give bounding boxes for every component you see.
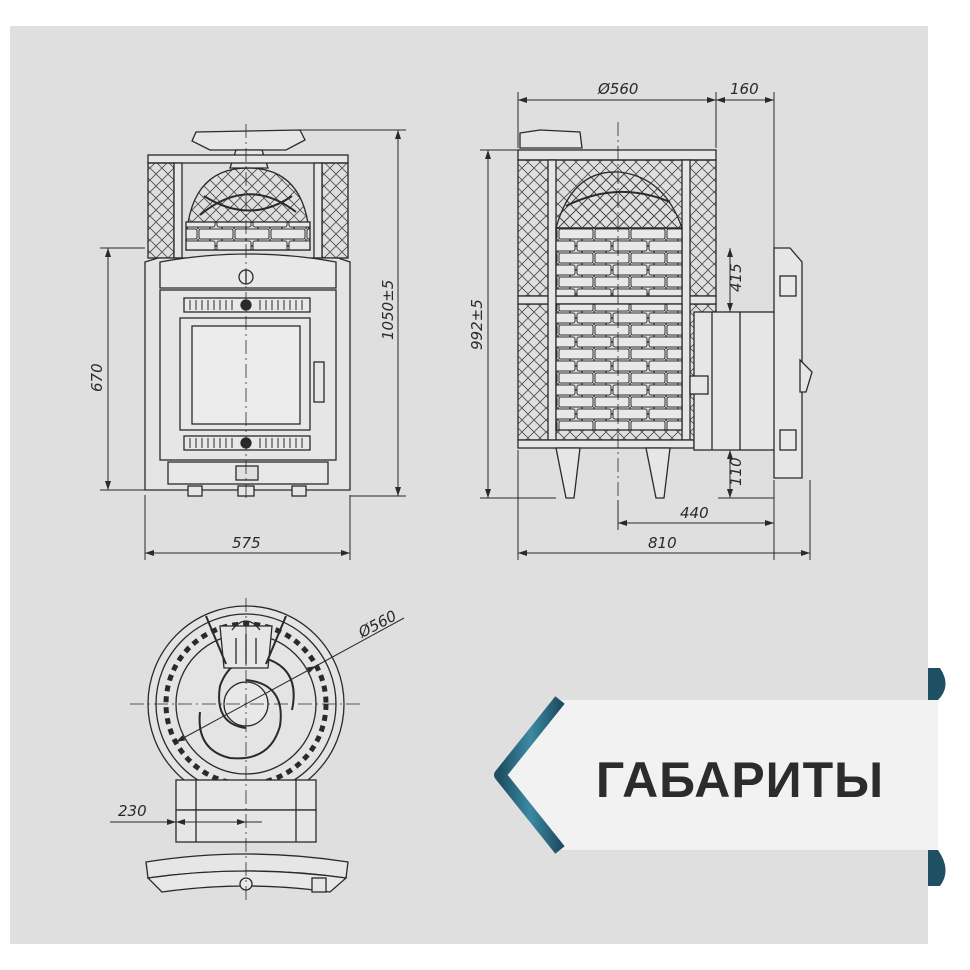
dim-side-height: 992±5 <box>468 299 486 350</box>
top-dimensions <box>110 617 405 825</box>
dim-front-total-height: 1050±5 <box>379 280 397 340</box>
dim-front-door-height: 670 <box>88 363 106 392</box>
front-dimensions <box>100 129 406 560</box>
dim-side-diameter: Ø560 <box>597 80 638 98</box>
dim-side-tunnel-top: 415 <box>727 263 745 292</box>
dim-side-tunnel: 160 <box>730 80 759 98</box>
side-dimensions <box>480 92 811 560</box>
dim-top-tunnel-width: 230 <box>118 802 147 820</box>
dim-front-width: 575 <box>232 534 261 552</box>
dim-side-tunnel-length: 440 <box>680 504 709 522</box>
banner-title: ГАБАРИТЫ <box>595 752 885 808</box>
side-view <box>517 122 813 500</box>
title-banner <box>494 668 946 886</box>
top-view <box>130 598 362 900</box>
front-view <box>144 124 351 500</box>
dim-side-total-length: 810 <box>648 534 677 552</box>
dim-side-tunnel-bottom: 110 <box>727 457 745 486</box>
dim-top-diameter: Ø560 <box>355 607 400 642</box>
